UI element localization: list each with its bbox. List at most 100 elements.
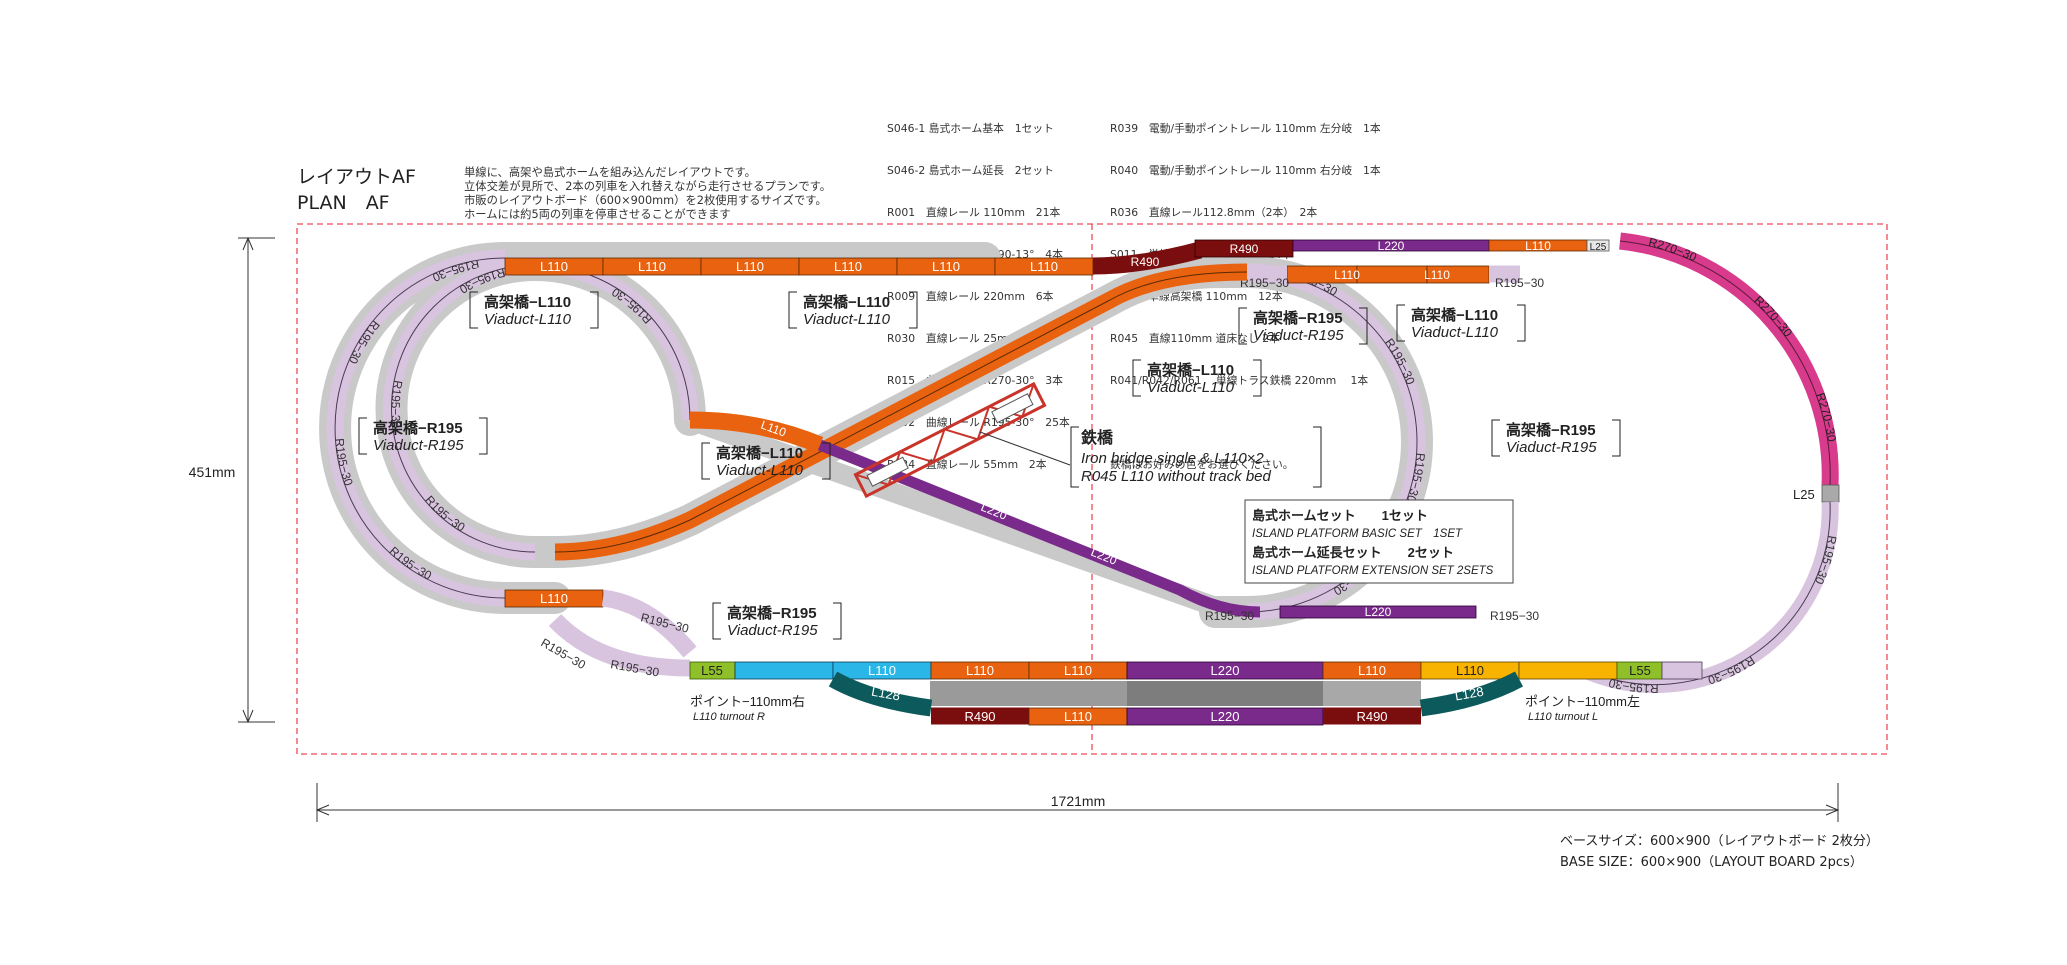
callout-viaduct: 高架橋−R195 Viaduct-R195	[358, 417, 488, 455]
callout-jp: 高架橋−R195	[727, 604, 817, 622]
l110-label: L110	[1064, 709, 1092, 724]
l55-label: L55	[701, 663, 723, 678]
callout-en: Viaduct-L110	[1147, 379, 1235, 396]
l128-label: L128	[1454, 684, 1485, 704]
callout-viaduct: 高架橋−L110 Viaduct-L110	[1132, 359, 1262, 397]
l110-label: L110	[1358, 663, 1386, 678]
l110-label: L110	[540, 591, 568, 606]
bridge-desc-1: Iron bridge single & L110×2	[1081, 450, 1264, 467]
parts-line: S046-1 島式ホーム基本 1セット	[887, 122, 1054, 135]
l220-label: L220	[1211, 663, 1240, 678]
width-dimension-label: 1721mm	[1051, 793, 1105, 809]
track-r195	[548, 614, 691, 677]
parts-line: 鉄橋はお好みの色をお選びください。	[1110, 458, 1294, 471]
callout-en: Viaduct-L110	[1411, 324, 1499, 341]
station-labels: L55 L110 L110 L110 L220 L110 L110 L55 L1…	[701, 663, 1651, 724]
callout-jp: 高架橋−R195	[1506, 421, 1596, 439]
right-oval-curve	[1246, 263, 1426, 621]
l220-label: L220	[1378, 239, 1405, 253]
callout-viaduct: 高架橋−L110 Viaduct-L110	[1396, 304, 1526, 342]
callout-en: Viaduct-L110	[803, 311, 891, 328]
callout-jp: 高架橋−R195	[1253, 309, 1343, 327]
r195-label: R195−30	[1205, 609, 1254, 623]
track-label-r195: R195−30	[388, 379, 405, 429]
iron-bridge-callout: 鉄橋 Iron bridge single & L110×2 R045 L110…	[1070, 426, 1322, 488]
layout-description: 単線に、高架や島式ホームを組み込んだレイアウトです。 立体交差が見所で、2本の列…	[464, 166, 831, 222]
l220-label: L220	[1365, 605, 1392, 619]
callout-viaduct: 高架橋−R195 Viaduct-R195	[1491, 419, 1621, 457]
l110-label: L110	[795, 509, 825, 533]
l110-label: L110	[1047, 376, 1077, 400]
callout-viaduct: 高架橋−L110 Viaduct-L110	[788, 291, 918, 329]
track-l128	[1419, 671, 1524, 717]
turnout-left-label: ポイント−110mm左	[1525, 694, 1640, 709]
island-platform-end	[1323, 681, 1421, 706]
base-size-jp: ベースサイズ：600×900（レイアウトボード 2枚分）	[1560, 834, 1879, 849]
diagonal-rising-track	[554, 263, 1248, 561]
layout-title-en: PLAN AF	[297, 192, 390, 214]
r195-label: R195−30	[388, 379, 405, 429]
l110-label: L110	[834, 259, 862, 274]
description-line: 立体交差が見所で、2本の列車を入れ替えながら走行させるプランです。	[464, 180, 832, 193]
turnout-right-en: L110 turnout R	[693, 711, 765, 723]
l110-label: L110	[966, 663, 994, 678]
base-size-en: BASE SIZE：600×900（LAYOUT BOARD 2pcs）	[1560, 855, 1863, 870]
bridge-title: 鉄橋	[1081, 428, 1114, 447]
callout-jp: 高架橋−L110	[1147, 361, 1234, 379]
outer-right-r195-curve	[1586, 501, 1839, 694]
parts-line: R009 直線レール 220mm 6本	[887, 290, 1054, 303]
callout-viaduct: 高架橋−R195 Viaduct-R195	[1238, 307, 1368, 345]
parts-line: R036 直線レール112.8mm（2本） 2本	[1110, 206, 1318, 219]
l110-label: L110	[1064, 663, 1092, 678]
r490-label: R490	[1230, 242, 1259, 256]
track-r490	[1092, 241, 1203, 275]
r195-label: R195−30	[1495, 276, 1544, 290]
callout-viaduct: 高架橋−R195 Viaduct-R195	[712, 602, 842, 640]
track-l110	[689, 411, 824, 453]
height-dimension	[238, 236, 275, 724]
callout-jp: 高架橋−R195	[373, 419, 463, 437]
bridge-desc-2: R045 L110 without track bed	[1081, 468, 1272, 485]
parts-line: S046-2 島式ホーム延長 2セット	[887, 164, 1054, 177]
track-turnout-right	[734, 661, 834, 680]
track-l220	[1279, 605, 1477, 619]
track-r195	[1661, 661, 1703, 680]
callout-jp: 高架橋−L110	[716, 444, 803, 462]
callout-en: Viaduct-R195	[1253, 327, 1344, 344]
callout-en: Viaduct-L110	[484, 311, 572, 328]
track-r195	[601, 589, 697, 658]
l110-label: L110	[540, 259, 568, 274]
r195-label: R195−30	[1490, 609, 1539, 623]
island-platform-extension	[1127, 681, 1323, 706]
callout-jp: 高架橋−L110	[1411, 306, 1498, 324]
callout-viaduct: 高架橋−L110 Viaduct-L110	[469, 291, 599, 329]
l110-label: L110	[1424, 268, 1450, 282]
callout-en: Viaduct-R195	[727, 622, 818, 639]
platform-basic-en: ISLAND PLATFORM BASIC SET 1SET	[1252, 528, 1463, 540]
callout-viaduct: 高架橋−L110 Viaduct-L110	[701, 442, 831, 480]
track-turnout-left	[1518, 661, 1618, 680]
top-straight-track	[504, 257, 1094, 276]
track-l110	[1356, 265, 1428, 284]
l110-label: L110	[1030, 259, 1058, 274]
l110-label: L110	[1525, 239, 1551, 253]
l110-label: L110	[868, 663, 896, 678]
callout-en: Viaduct-R195	[373, 437, 464, 454]
turnout-right-label: ポイント−110mm右	[690, 694, 805, 709]
l128-label: L128	[870, 684, 901, 704]
top-track-labels: L110 L110 L110 L110 L110 L110	[540, 259, 1058, 274]
r490-label: R490	[964, 709, 995, 724]
track-l25-top	[1586, 239, 1610, 252]
parts-line: R040 電動/手動ポイントレール 110mm 右分岐 1本	[1110, 164, 1381, 177]
callout-en: Viaduct-L110	[716, 462, 804, 479]
r195-label: R195−30	[1240, 276, 1289, 290]
l55-label: L55	[1629, 663, 1651, 678]
callout-jp: 高架橋−L110	[803, 293, 890, 311]
callout-en: Viaduct-R195	[1506, 439, 1597, 456]
l220-label: L220	[1211, 709, 1240, 724]
description-line: ホームには約5両の列車を停車させることができます	[464, 208, 731, 221]
l110-label: L110	[638, 259, 666, 274]
station-area	[689, 661, 1703, 726]
r490-label: R490	[1131, 255, 1160, 269]
bridge-callout-line	[979, 431, 1071, 466]
